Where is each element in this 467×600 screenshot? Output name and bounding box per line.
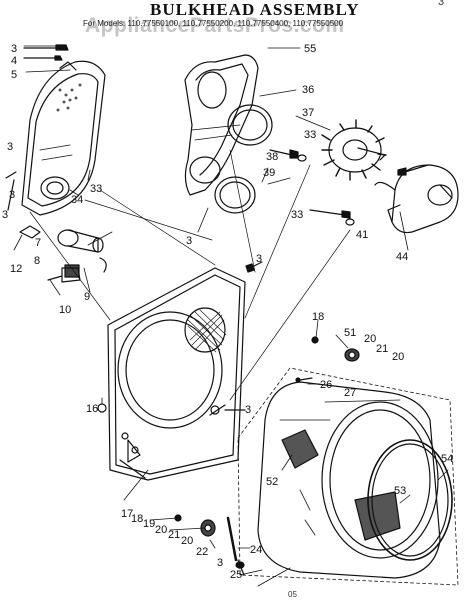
callout: 18 <box>131 513 143 525</box>
duct-seal <box>227 104 273 146</box>
callout: 3 <box>7 141 13 153</box>
callout: 21 <box>376 343 388 355</box>
callout: 22 <box>196 546 208 558</box>
screw-right-33 <box>269 149 429 226</box>
callout: 19 <box>143 518 155 530</box>
long-leader-lines <box>29 149 351 401</box>
callout: 25 <box>230 569 242 581</box>
callout: 36 <box>302 84 314 96</box>
callout: 18 <box>312 311 324 323</box>
lint-duct <box>184 54 259 196</box>
callout: 24 <box>250 544 262 556</box>
models-line: For Models: 110.77550100, 110.77550200, … <box>83 19 344 28</box>
callout: 20 <box>392 351 404 363</box>
callout: 9 <box>84 291 90 303</box>
callout: 4 <box>11 55 17 67</box>
callout: 39 <box>263 167 275 179</box>
callout: 7 <box>35 237 41 249</box>
callout: 3 <box>11 43 17 55</box>
callout: 33 <box>90 183 102 195</box>
callout: 55 <box>304 43 316 55</box>
callout: 3 <box>9 189 15 201</box>
callout: 5 <box>11 69 17 81</box>
blower-housing <box>374 164 459 234</box>
callout: 37 <box>302 107 314 119</box>
front-panel-housing <box>21 60 106 216</box>
callout-labels: 3 4 5 55 36 37 33 38 39 3 3 3 34 33 7 8 … <box>2 43 453 581</box>
callout: 3 <box>256 253 262 265</box>
drum <box>237 367 459 586</box>
callout: 38 <box>266 151 278 163</box>
callout: 44 <box>396 251 408 263</box>
callout: 33 <box>291 209 303 221</box>
callout: 10 <box>59 304 71 316</box>
page-title: BULKHEAD ASSEMBLY <box>150 0 360 19</box>
callout: 33 <box>304 129 316 141</box>
callout: 41 <box>356 229 368 241</box>
leader-lines-upper <box>13 45 409 296</box>
callout: 3 <box>245 404 251 416</box>
callout: 3 <box>186 235 192 247</box>
callout: 34 <box>71 194 83 206</box>
blower-seal <box>214 176 256 214</box>
callout: 51 <box>344 327 356 339</box>
corner-mark: 3 <box>438 0 445 8</box>
callout: 3 <box>2 209 8 221</box>
callout: 3 <box>217 557 223 569</box>
leader-lines-lower <box>101 319 449 587</box>
callout: 27 <box>344 387 356 399</box>
callout: 52 <box>266 476 278 488</box>
footer-code: 05 <box>288 590 297 599</box>
callout: 20 <box>155 524 167 536</box>
watermark: AppliancePartsPros.com <box>85 14 345 37</box>
callout: 20 <box>364 333 376 345</box>
callout: 17 <box>121 508 133 520</box>
callout: 54 <box>441 453 453 465</box>
callout: 12 <box>10 263 22 275</box>
blower-wheel <box>321 119 387 181</box>
callout: 20 <box>181 535 193 547</box>
callout: 16 <box>86 403 98 415</box>
callout: 8 <box>34 255 40 267</box>
callout: 26 <box>320 379 332 391</box>
callout: 21 <box>168 529 180 541</box>
drum-bearing <box>295 336 360 383</box>
callout: 53 <box>394 485 406 497</box>
bulkhead-panel <box>107 267 246 481</box>
